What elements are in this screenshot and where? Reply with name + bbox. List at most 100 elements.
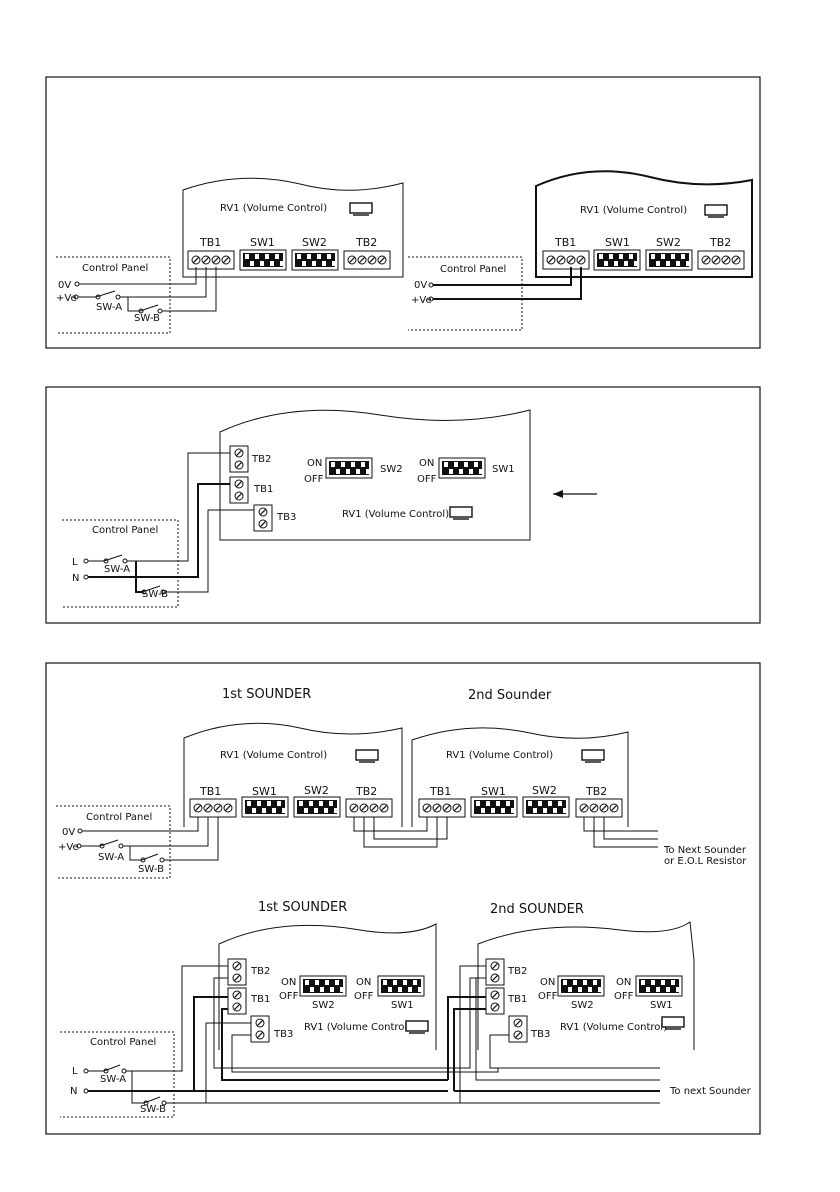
rv1-label: RV1 (Volume Control) <box>560 1022 667 1033</box>
sw1-label: SW1 <box>481 785 506 798</box>
terminal-tb2 <box>486 959 504 985</box>
rv1-label: RV1 (Volume Control) <box>220 203 327 214</box>
dip-switch-sw2 <box>645 249 693 271</box>
on-label: ON <box>307 458 322 469</box>
terminal-tb2 <box>228 959 246 985</box>
sw1-label: SW1 <box>492 464 515 475</box>
on-label: ON <box>540 977 555 988</box>
dip-switch-sw2 <box>557 975 605 997</box>
terminal-block-tb2 <box>698 251 744 269</box>
rv1-label: RV1 (Volume Control) <box>220 750 327 761</box>
tb3-label: TB3 <box>530 1029 550 1040</box>
sounder-housing-2 <box>411 727 629 827</box>
on-label: ON <box>419 458 434 469</box>
swa-label: SW-A <box>96 302 122 313</box>
tb2-label: TB2 <box>585 785 607 798</box>
volume-pot-icon <box>349 202 373 216</box>
tb1-label: TB1 <box>429 785 451 798</box>
rv1-label: RV1 (Volume Control) <box>580 205 687 216</box>
terminal-tb3 <box>509 1016 527 1042</box>
dip-switch-sw2 <box>522 796 570 818</box>
sounder-housing-2 <box>477 921 695 1050</box>
terminal-block-tb1 <box>419 799 465 817</box>
panel2-wiring <box>83 452 254 595</box>
swb-label: SW-B <box>138 864 164 875</box>
first-sounder-title: 1st SOUNDER <box>222 687 311 702</box>
swb-label: SW-B <box>142 589 168 600</box>
n-label: N <box>70 1086 77 1097</box>
dip-switch-sw1 <box>377 975 425 997</box>
tb2-label: TB2 <box>250 966 270 977</box>
second-sounder-title: 2nd Sounder <box>468 688 552 703</box>
tb1-label: TB1 <box>199 236 221 249</box>
control-panel-box <box>408 256 523 331</box>
zero-v-label: 0V <box>58 280 71 291</box>
on-label: ON <box>356 977 371 988</box>
panel-2-frame <box>45 386 761 624</box>
l-label: L <box>72 1066 78 1077</box>
terminal-tb1 <box>228 988 246 1014</box>
arrow-icon <box>553 490 597 498</box>
off-label: OFF <box>538 991 558 1002</box>
swb-label: SW-B <box>140 1104 166 1115</box>
tb3-label: TB3 <box>273 1029 293 1040</box>
zero-v-label: 0V <box>62 827 75 838</box>
control-panel-box <box>60 1031 175 1118</box>
tb2-label: TB2 <box>507 966 527 977</box>
on-label: ON <box>616 977 631 988</box>
terminal-tb2 <box>230 446 248 472</box>
control-panel-label: Control Panel <box>90 1037 156 1048</box>
dip-switch-sw2 <box>325 457 373 479</box>
tb1-label: TB1 <box>554 236 576 249</box>
swa-label: SW-A <box>104 564 130 575</box>
dip-switch-sw1 <box>241 796 289 818</box>
tb2-label: TB2 <box>709 236 731 249</box>
swa-label: SW-A <box>98 852 124 863</box>
plus-ve-label: +Ve <box>58 842 79 853</box>
terminal-tb3 <box>254 505 272 531</box>
swb-label: SW-B <box>134 313 160 324</box>
terminal-tb1 <box>486 988 504 1014</box>
sw2-label: SW2 <box>312 1000 335 1011</box>
swa-label: SW-A <box>100 1074 126 1085</box>
tb2-label: TB2 <box>355 236 377 249</box>
sw1-label: SW1 <box>250 236 275 249</box>
panel-3-frame <box>45 662 761 1135</box>
eol-resistor-label: or E.O.L Resistor <box>664 856 747 867</box>
terminal-block-tb2 <box>346 799 392 817</box>
dip-switch-sw1 <box>635 975 683 997</box>
dip-switch-sw2 <box>293 796 341 818</box>
sw2-label: SW2 <box>302 236 327 249</box>
second-sounder-title: 2nd SOUNDER <box>490 902 584 917</box>
terminal-block-tb1 <box>543 251 589 269</box>
to-next-sounder-label: To Next Sounder <box>663 845 747 856</box>
control-panel-box <box>56 256 171 334</box>
rv1-label: RV1 (Volume Control) <box>446 750 553 761</box>
zero-v-label: 0V <box>414 280 427 291</box>
sw2-label: SW2 <box>656 236 681 249</box>
control-panel-label: Control Panel <box>440 264 506 275</box>
tb1-label: TB1 <box>253 484 273 495</box>
sounder-housing-left <box>182 177 404 278</box>
to-next-sounder-label: To next Sounder <box>669 1086 752 1097</box>
panel-1-frame <box>45 76 761 349</box>
off-label: OFF <box>354 991 374 1002</box>
sw2-label: SW2 <box>380 464 403 475</box>
terminal-block-tb1 <box>190 799 236 817</box>
tb2-label: TB2 <box>355 785 377 798</box>
tb1-label: TB1 <box>250 994 270 1005</box>
panel1-right-wiring <box>428 267 582 302</box>
sw1-label: SW1 <box>252 785 277 798</box>
rv1-label: RV1 (Volume Control) <box>304 1022 411 1033</box>
dip-switch-sw1 <box>438 457 486 479</box>
volume-pot-icon <box>581 749 605 763</box>
sw2-label: SW2 <box>571 1000 594 1011</box>
dip-switch-sw1 <box>470 796 518 818</box>
off-label: OFF <box>279 991 299 1002</box>
control-panel-label: Control Panel <box>86 812 152 823</box>
dip-switch-sw2 <box>299 975 347 997</box>
n-label: N <box>72 573 79 584</box>
volume-pot-icon <box>704 204 728 218</box>
terminal-block-tb1 <box>188 251 234 269</box>
volume-pot-icon <box>405 1020 429 1034</box>
